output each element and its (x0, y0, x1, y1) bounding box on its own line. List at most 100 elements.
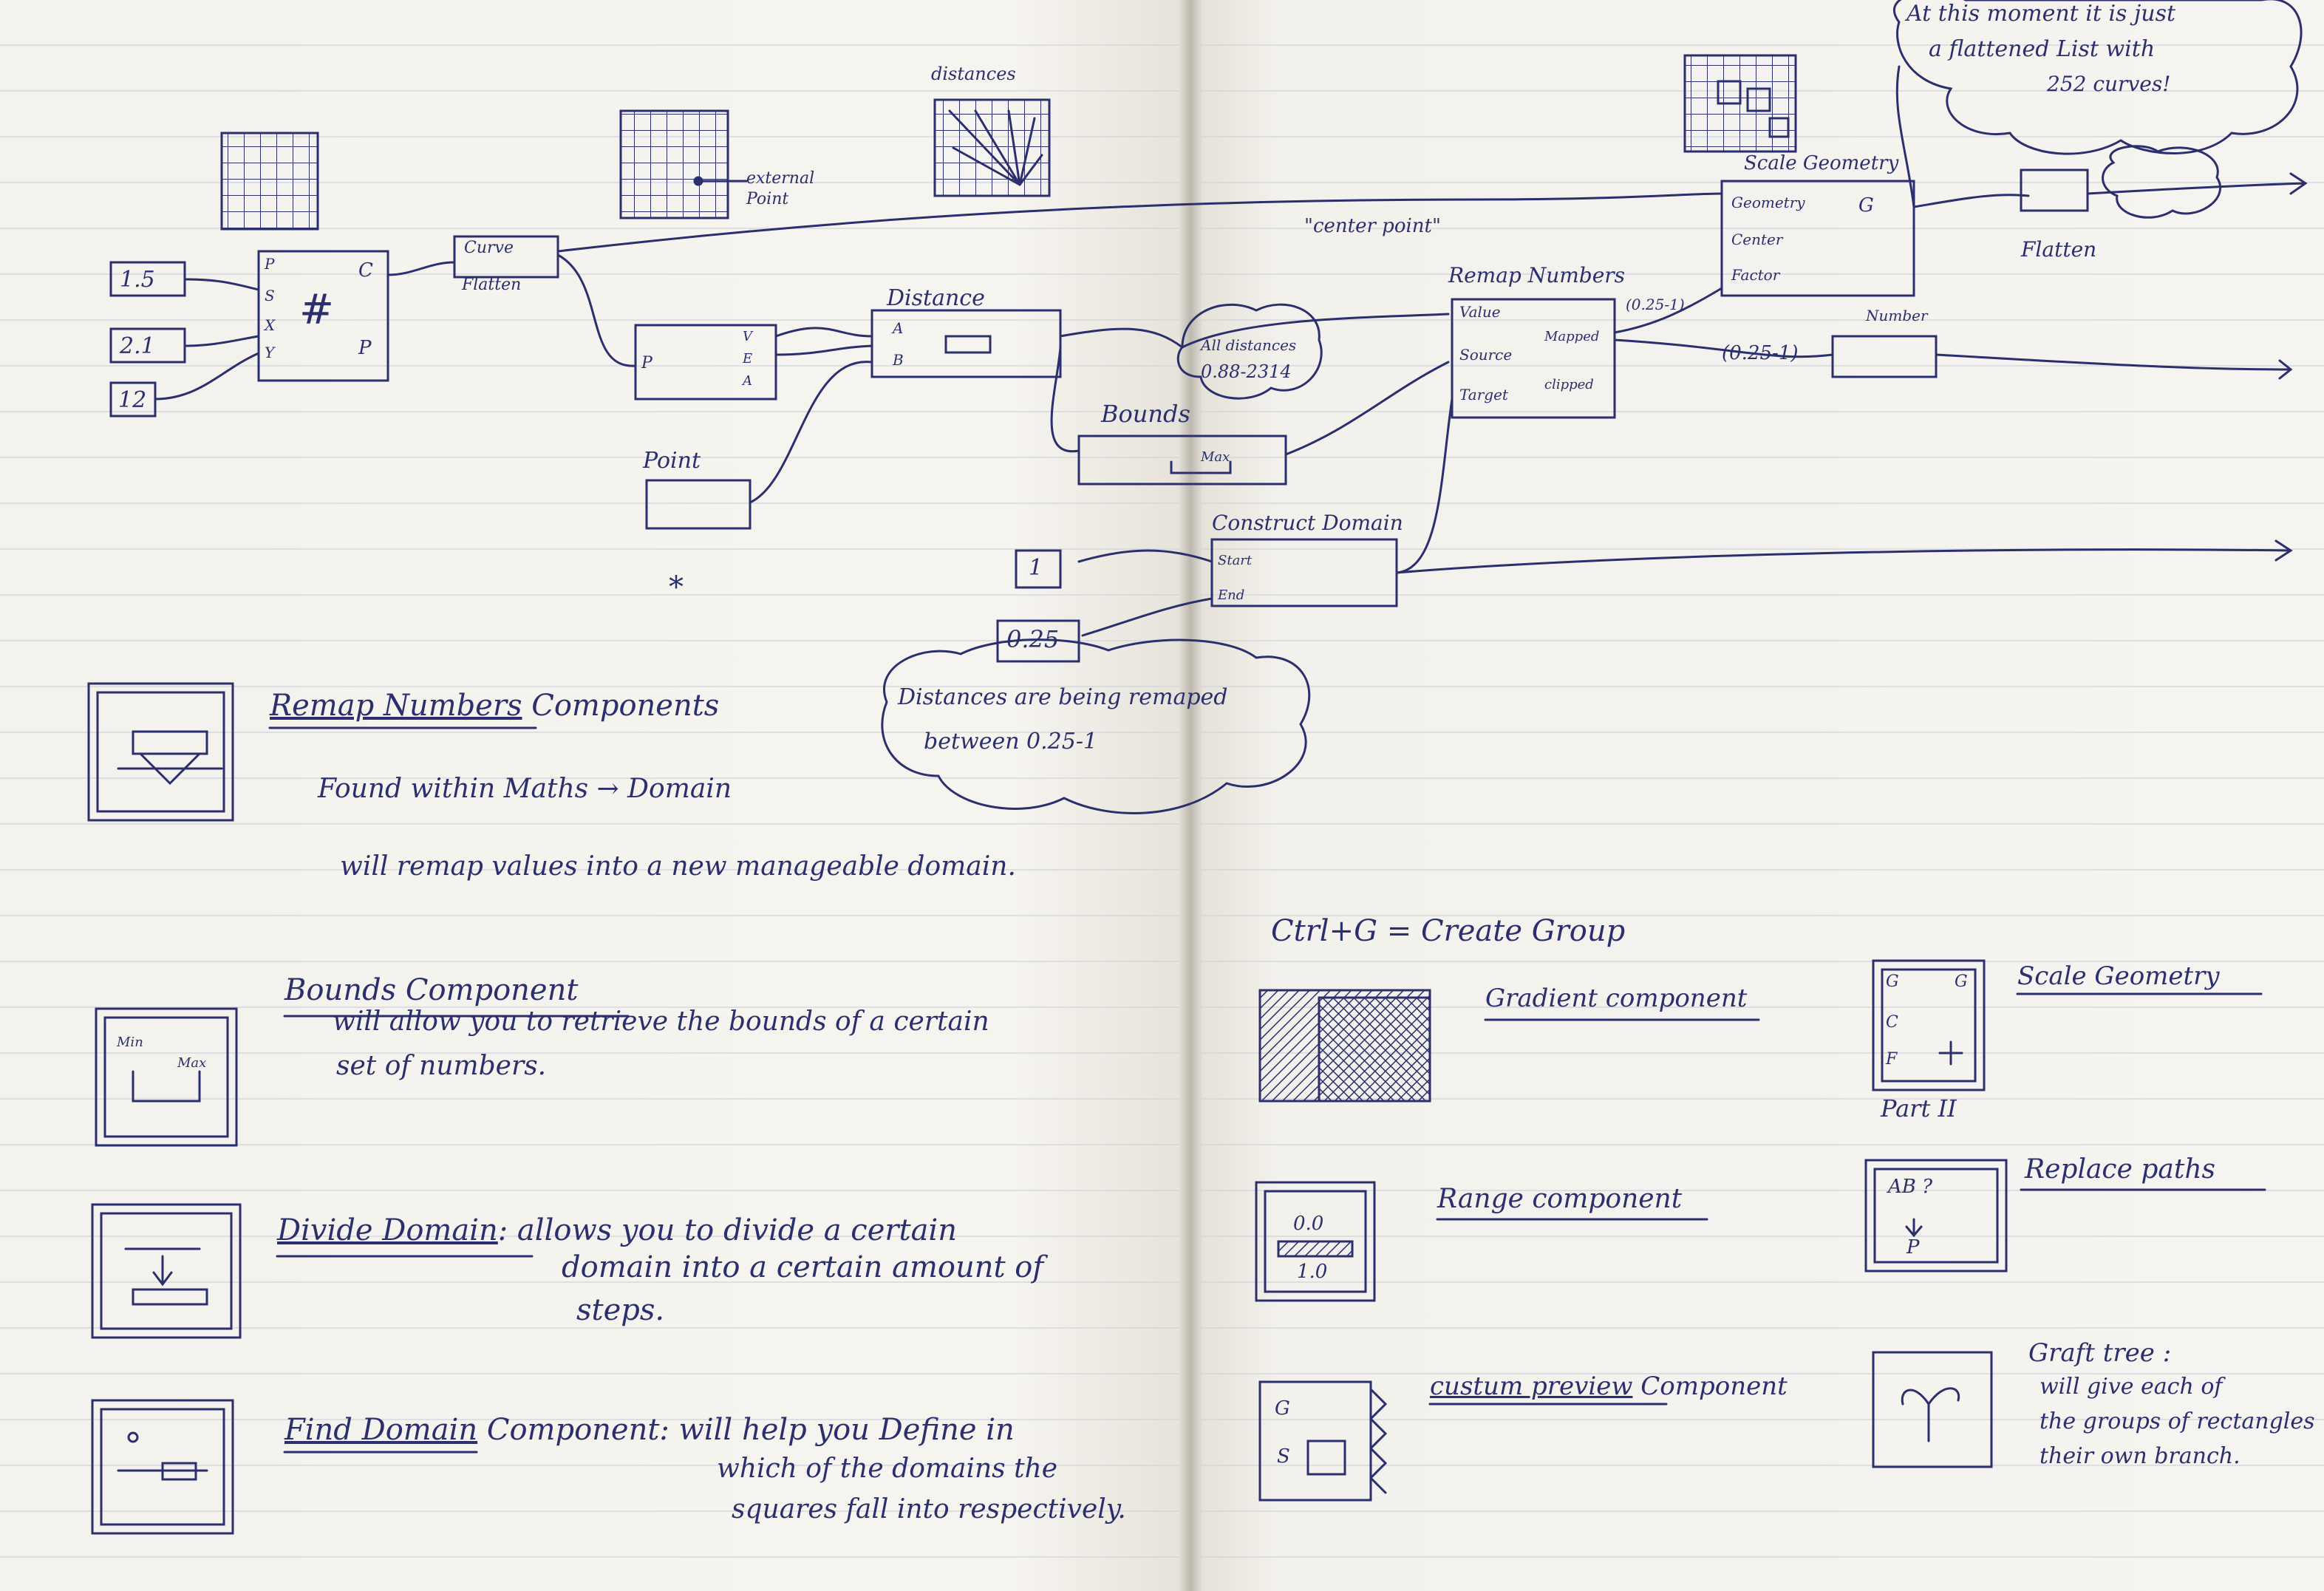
range-icon-top: 0.0 (1293, 1213, 1324, 1235)
note-bounds-line1: will allow you to retrieve the bounds of… (333, 1006, 989, 1037)
info-cloud-line3: 252 curves! (2047, 72, 2171, 96)
remap-cloud-line2: between 0.25-1 (924, 729, 1098, 754)
note-replace-paths: Replace paths (2025, 1154, 2215, 1185)
info-cloud-line2: a flattened List with (1929, 36, 2156, 62)
scale-port-center: Center (1731, 231, 1783, 248)
construct-input-1-value: 1 (1029, 555, 1043, 581)
scale-port-g: G (1858, 194, 1874, 217)
note-divide-line2: steps. (576, 1293, 665, 1327)
grid-thumbnail-2 (619, 109, 729, 219)
bounds-icon-max: Max (177, 1055, 207, 1071)
bounds-port-max: Max (1201, 449, 1230, 465)
center-point-label: "center point" (1304, 215, 1441, 237)
note-custom-preview-rest: Component (1640, 1372, 1788, 1401)
remap-icon-box (87, 682, 234, 822)
note-divide: Divide Domain: allows you to divide a ce… (277, 1212, 957, 1249)
grid-port-p-out: P (358, 337, 372, 359)
star-mark: * (669, 570, 684, 604)
remap-port-clipped: clipped (1544, 377, 1594, 392)
divide-domain-icon-box (91, 1203, 242, 1339)
range-label-a: (0.25-1) (1626, 296, 1685, 313)
note-remap-line2: will remap values into a new manageable … (340, 851, 1016, 882)
left-page (0, 0, 1190, 1591)
note-scale-geometry: Scale Geometry (2017, 961, 2220, 991)
scale-icon-c: C (1886, 1013, 1898, 1032)
note-find-title-rest: Component: will help you Define in (486, 1413, 1015, 1447)
note-graft-line2: the groups of rectangles (2040, 1408, 2315, 1434)
remap-port-mapped: Mapped (1544, 329, 1600, 344)
distance-port-b: B (893, 351, 904, 369)
note-custom-preview: custum preview Component (1430, 1371, 1788, 1403)
area-port-p: P (641, 354, 652, 372)
bounds-node (1077, 435, 1287, 486)
note-remap-title: Remap Numbers (270, 689, 522, 723)
note-remap-line1: Found within Maths → Domain (318, 774, 732, 804)
custom-icon-g: G (1275, 1397, 1290, 1420)
note-divide-title-rest: : allows you to divide a certain (497, 1213, 957, 1247)
bounds-icon-min: Min (117, 1035, 143, 1050)
remap-port-source: Source (1459, 346, 1513, 364)
area-node (634, 324, 777, 401)
number-node-title: Number (1866, 307, 1928, 324)
remap-port-target: Target (1459, 386, 1508, 403)
area-port-e: E (743, 351, 753, 367)
grid-symbol: # (299, 286, 334, 334)
remap-numbers-node (1451, 298, 1616, 419)
scale-port-geometry: Geometry (1731, 194, 1805, 211)
construct-input-2 (996, 619, 1080, 663)
range-icon-box (1255, 1181, 1376, 1302)
note-find-title: Find Domain (284, 1413, 478, 1447)
distance-node (870, 309, 1062, 378)
remap-cloud (881, 638, 1311, 814)
note-divide-title: Divide Domain (277, 1213, 498, 1247)
info-cloud (1892, 0, 2303, 155)
remap-cloud-line1: Distances are being remaped (898, 684, 1228, 710)
area-port-v: V (743, 329, 752, 344)
curve-output-node (2020, 168, 2089, 212)
replace-icon-bottom: P (1906, 1236, 1920, 1258)
scale-icon-g1: G (1886, 972, 1899, 991)
note-range: Range component (1437, 1184, 1683, 1214)
number-node (1831, 335, 1938, 378)
scale-node-title: Scale Geometry (1744, 152, 1899, 174)
scale-geometry-node (1720, 180, 1915, 297)
grid-port-c: C (358, 259, 373, 282)
grid-port-x: X (265, 316, 276, 334)
note-shortcut: Ctrl+G = Create Group (1271, 914, 1626, 948)
note-part: Part II (1881, 1094, 1957, 1122)
note-find: Find Domain Component: will help you Def… (284, 1411, 1015, 1448)
construct-input-2-value: 0.25 (1006, 625, 1060, 653)
note-graft-line1: will give each of (2040, 1374, 2223, 1400)
grid-port-y: Y (265, 344, 275, 361)
grid-node (257, 250, 389, 382)
construct-port-end: End (1218, 587, 1245, 603)
bounds-node-title: Bounds (1101, 400, 1190, 428)
point-node (645, 479, 752, 530)
note-gradient: Gradient component (1485, 984, 1748, 1013)
note-graft-tree: Graft tree : (2028, 1338, 2172, 1368)
note-remap-title-rest: Components (531, 689, 720, 723)
note-find-line1: which of the domains the (717, 1454, 1058, 1484)
right-page (1190, 0, 2324, 1591)
custom-icon-s: S (1277, 1445, 1290, 1468)
range-icon-bottom: 1.0 (1297, 1261, 1328, 1283)
distances-label: distances (931, 64, 1016, 84)
all-distances-label: All distances (1201, 336, 1297, 354)
note-bounds-title: Bounds Component (284, 973, 579, 1007)
all-distances-range: 0.88-2314 (1201, 361, 1292, 382)
replace-icon-top: AB ? (1888, 1176, 1933, 1198)
range-label-b: (0.25-1) (1722, 342, 1799, 364)
note-divide-line1: domain into a certain amount of (562, 1250, 1044, 1284)
construct-port-start: Start (1218, 553, 1253, 568)
note-graft-line3: their own branch. (2040, 1443, 2240, 1469)
construct-input-1 (1015, 549, 1062, 589)
point-node-title: Point (643, 448, 701, 474)
scale-port-factor: Factor (1731, 266, 1780, 284)
grid-thumbnail-1 (220, 132, 319, 231)
curve-flatten-node (453, 235, 559, 279)
note-find-line2: squares fall into respectively. (732, 1494, 1126, 1524)
remap-port-value: Value (1459, 303, 1501, 321)
scale-geometry-icon-box (1872, 959, 1986, 1091)
flatten-label: Flatten (2021, 237, 2097, 262)
